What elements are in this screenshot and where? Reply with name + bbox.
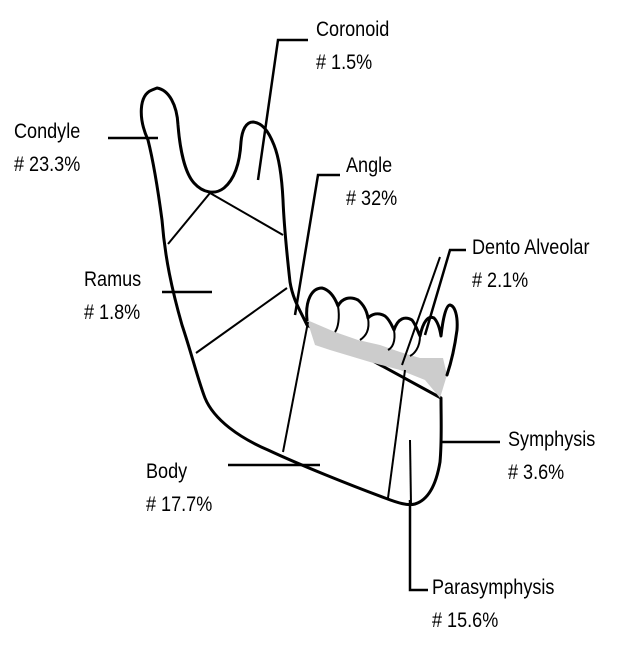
parasymphysis-leader: [410, 500, 428, 590]
coronoid-percent: # 1.5%: [316, 47, 389, 80]
body-name: Body: [146, 456, 212, 489]
condyle-name: Condyle: [14, 116, 80, 149]
coronoid-boundary: [210, 193, 283, 235]
body-parasymphysis-boundary: [388, 370, 405, 498]
alveolar-boundary: [402, 257, 440, 365]
dento-alveolar-label: Dento Alveolar # 2.1%: [472, 232, 589, 297]
coronoid-leader: [258, 40, 308, 180]
symphysis-label: Symphysis # 3.6%: [508, 424, 595, 489]
symphysis-name: Symphysis: [508, 424, 595, 457]
dento-alveolar-name: Dento Alveolar: [472, 232, 589, 265]
condyle-percent: # 23.3%: [14, 149, 80, 182]
coronoid-name: Coronoid: [316, 14, 389, 47]
body-label: Body # 17.7%: [146, 456, 212, 521]
angle-label: Angle # 32%: [346, 150, 397, 215]
parasymphysis-percent: # 15.6%: [432, 605, 554, 638]
tooth-divider-2: [360, 318, 369, 340]
ramus-label: Ramus # 1.8%: [84, 264, 141, 329]
angle-percent: # 32%: [346, 183, 397, 216]
parasymphysis-divider: [410, 440, 411, 505]
parasymphysis-label: Parasymphysis # 15.6%: [432, 572, 554, 637]
condyle-label: Condyle # 23.3%: [14, 116, 80, 181]
tooth-divider-1: [335, 306, 339, 332]
dento-alveolar-leader: [425, 250, 466, 335]
angle-leader: [295, 175, 340, 315]
condyle-boundary: [168, 193, 210, 244]
ramus-name: Ramus: [84, 264, 141, 297]
parasymphysis-name: Parasymphysis: [432, 572, 554, 605]
ramus-percent: # 1.8%: [84, 297, 141, 330]
ramus-angle-boundary: [196, 288, 287, 353]
symphysis-percent: # 3.6%: [508, 457, 595, 490]
tooth-divider-3: [388, 330, 395, 350]
angle-body-boundary: [283, 322, 308, 452]
angle-name: Angle: [346, 150, 397, 183]
coronoid-label: Coronoid # 1.5%: [316, 14, 389, 79]
dento-alveolar-percent: # 2.1%: [472, 265, 589, 298]
body-percent: # 17.7%: [146, 489, 212, 522]
